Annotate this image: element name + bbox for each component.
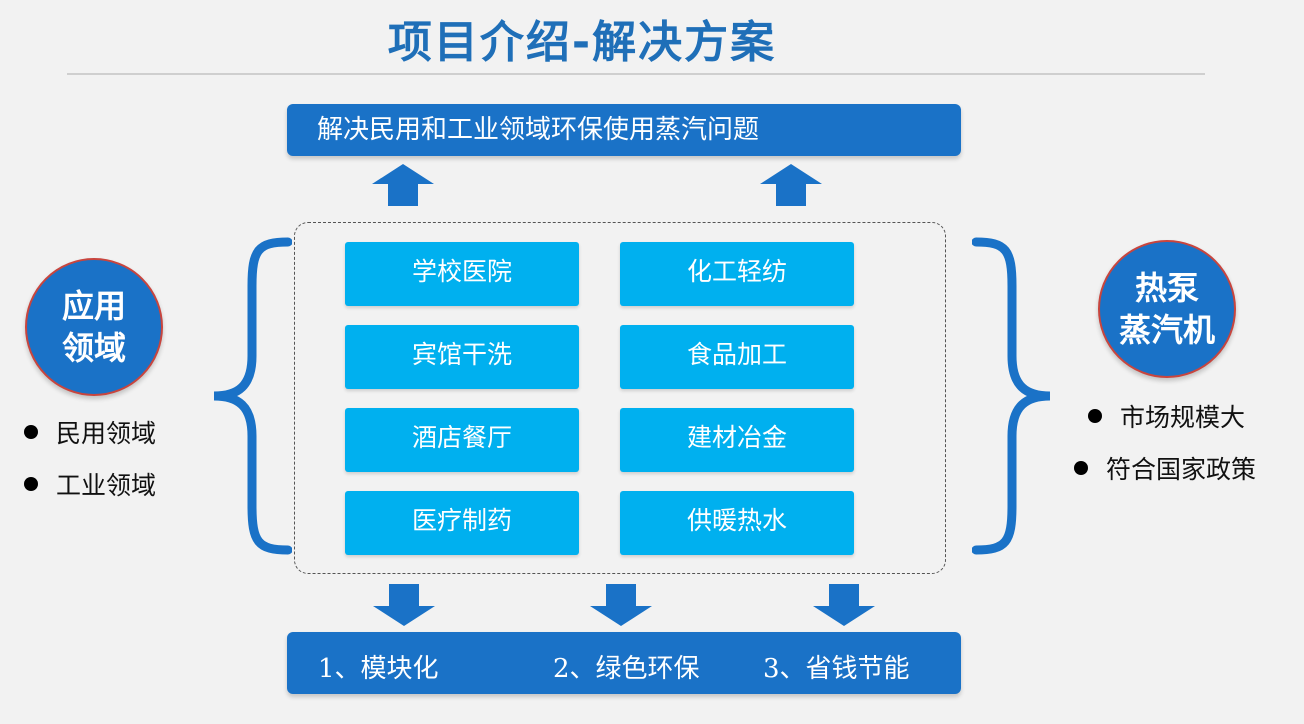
scenario-tile: 建材冶金	[620, 408, 854, 472]
circle-label: 蒸汽机	[1118, 311, 1215, 349]
advantages-list: 市场规模大	[1088, 390, 1245, 442]
goal-banner: 解决民用和工业领域环保使用蒸汽问题	[287, 104, 961, 156]
circle-label: 热泵	[1134, 269, 1199, 307]
title-divider	[67, 73, 1205, 75]
benefit-item: 1、模块化	[318, 654, 439, 684]
scenario-tile: 宾馆干洗	[345, 325, 579, 389]
list-item: 工业领域	[24, 458, 156, 510]
benefit-item: 2、绿色环保	[553, 654, 700, 684]
bullet-icon	[1074, 461, 1088, 475]
scenario-tile: 化工轻纺	[620, 242, 854, 306]
application-field-list: 民用领域 工业领域	[24, 406, 156, 510]
circle-label: 领域	[61, 329, 126, 367]
up-arrow-icon	[372, 164, 434, 206]
right-brace-icon	[972, 237, 1051, 555]
up-arrow-icon	[760, 164, 822, 206]
bullet-icon	[1088, 409, 1102, 423]
scenario-tile: 供暖热水	[620, 491, 854, 555]
application-field-circle: 应用 领域	[25, 258, 163, 396]
down-arrow-icon	[373, 584, 435, 626]
left-brace-icon	[213, 237, 292, 555]
advantages-list: 符合国家政策	[1074, 442, 1256, 494]
down-arrow-icon	[590, 584, 652, 626]
benefit-item: 3、省钱节能	[763, 654, 910, 684]
circle-label: 应用	[61, 287, 126, 325]
list-item: 符合国家政策	[1074, 442, 1256, 494]
bullet-icon	[24, 425, 38, 439]
list-item: 民用领域	[24, 406, 156, 458]
scenario-tile: 食品加工	[620, 325, 854, 389]
bullet-icon	[24, 477, 38, 491]
scenario-tile: 学校医院	[345, 242, 579, 306]
scenario-tile: 酒店餐厅	[345, 408, 579, 472]
scenario-tile: 医疗制药	[345, 491, 579, 555]
benefits-banner: 1、模块化 2、绿色环保 3、省钱节能	[287, 632, 961, 694]
application-scenarios-box	[294, 222, 946, 574]
list-item: 市场规模大	[1088, 390, 1245, 442]
heat-pump-steam-circle: 热泵 蒸汽机	[1098, 240, 1236, 378]
page-title: 项目介绍-解决方案	[387, 17, 777, 68]
down-arrow-icon	[813, 584, 875, 626]
